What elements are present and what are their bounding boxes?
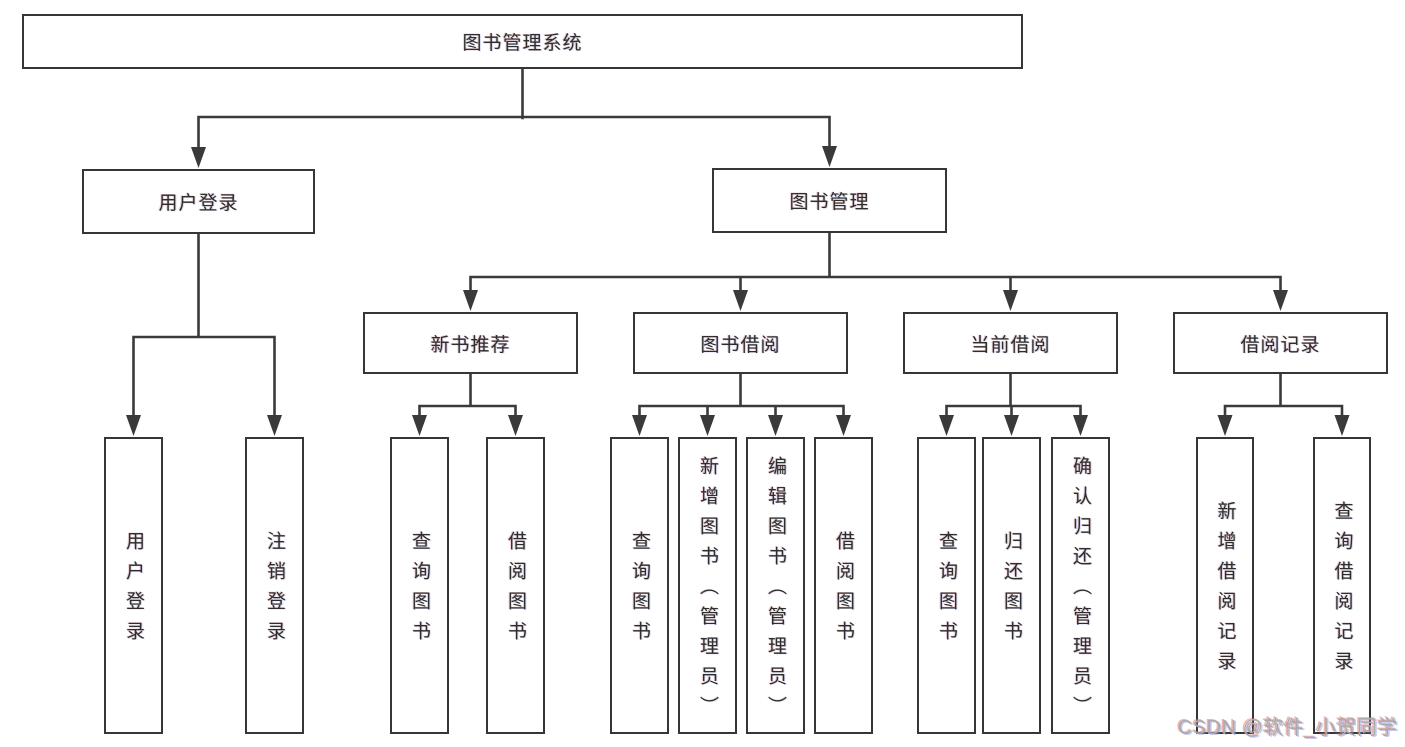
leaf-records-add-record: 新增借阅记录 (1196, 437, 1254, 734)
leaf-borrow-add-book-admin: 新增图书（管理员） (678, 437, 737, 734)
arrow-icon (700, 415, 715, 436)
arrow-icon (822, 146, 837, 167)
arrow-icon (939, 415, 954, 436)
arrow-icon (463, 290, 478, 311)
arrow-icon (267, 415, 282, 436)
arrow-icon (508, 415, 523, 436)
leaf-logout: 注销登录 (245, 437, 304, 734)
tree-connector-path (132, 67, 1344, 420)
csdn-watermark: CSDN @软件_小贺同学 (1177, 717, 1398, 739)
leaf-current-query-book: 查询图书 (917, 437, 976, 734)
leaf-recommend-query-book: 查询图书 (390, 437, 449, 734)
arrow-icon (1004, 415, 1019, 436)
arrow-icon (1073, 415, 1088, 436)
arrow-icon (1273, 290, 1288, 311)
node-new-book-recommend: 新书推荐 (363, 312, 578, 374)
arrowheads (126, 146, 1350, 436)
arrow-icon (1003, 290, 1018, 311)
leaf-current-confirm-return-admin: 确认归还（管理员） (1051, 437, 1110, 734)
node-book-borrow: 图书借阅 (633, 312, 848, 374)
leaf-recommend-borrow-book: 借阅图书 (486, 437, 545, 734)
arrow-icon (1217, 415, 1233, 436)
arrow-icon (1334, 415, 1350, 436)
node-book-management: 图书管理 (712, 168, 947, 233)
leaf-borrow-query-book: 查询图书 (610, 437, 669, 734)
arrow-icon (768, 415, 783, 436)
leaf-user-login: 用户登录 (104, 437, 163, 734)
arrow-icon (412, 415, 427, 436)
arrow-icon (632, 415, 647, 436)
arrow-icon (191, 147, 206, 168)
arrow-icon (836, 415, 851, 436)
node-current-borrow: 当前借阅 (903, 312, 1118, 374)
arrow-icon (733, 290, 748, 311)
arrow-icon (126, 415, 141, 436)
node-user-login: 用户登录 (82, 169, 315, 234)
node-borrow-records: 借阅记录 (1173, 312, 1388, 374)
leaf-borrow-borrow-book: 借阅图书 (814, 437, 873, 734)
node-root-library-system: 图书管理系统 (22, 14, 1023, 69)
leaf-current-return-book: 归还图书 (982, 437, 1041, 734)
leaf-borrow-edit-book-admin: 编辑图书（管理员） (746, 437, 805, 734)
leaf-records-query-record: 查询借阅记录 (1313, 437, 1371, 734)
